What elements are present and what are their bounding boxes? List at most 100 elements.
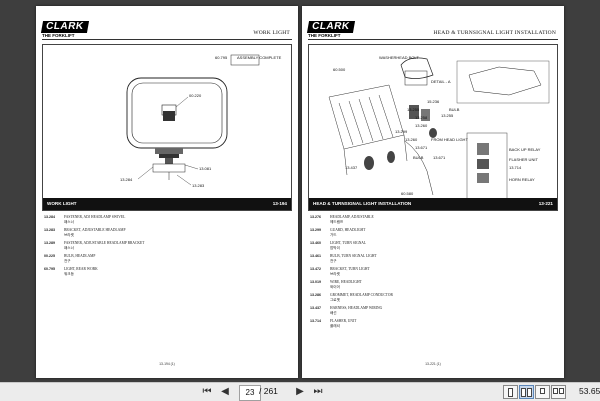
logo-brand: CLARK (306, 21, 355, 33)
part-number: 13.714 (310, 319, 321, 323)
work-light-diagram: ASSEMBLY COMPLETE 60.795 00.220 13.081 (120, 54, 282, 188)
part-translation: 와이어 (330, 285, 340, 289)
part-translation: 워크등 (64, 272, 74, 276)
part-description: HEADLAMP, ADJUSTABLE (330, 215, 374, 219)
figure-number: 13-221 (538, 201, 553, 206)
parts-figure: ASSEMBLY COMPLETE 60.795 00.220 13.081 (42, 44, 292, 211)
callout: BULB (449, 107, 460, 112)
part-translation: 전구 (64, 259, 71, 263)
page-right: CLARK THE FORKLIFT HEAD & TURNSIGNAL LIG… (302, 6, 564, 378)
part-number: 13.286 (310, 293, 321, 297)
callout: 13.671 (415, 145, 428, 150)
page-title: WORK LIGHT (253, 30, 290, 36)
part-translation: 전구 (330, 259, 337, 263)
part-translation: 브라켓 (64, 233, 74, 237)
clark-logo: CLARK THE FORKLIFT (306, 17, 355, 39)
callout: 00.220 (189, 93, 202, 98)
figure-caption: HEAD & TURNSIGNAL LIGHT INSTALLATION (313, 201, 412, 206)
part-number: 13.461 (310, 254, 321, 258)
page-total: / 261 (259, 386, 278, 396)
part-translation: 헤드램프 (330, 220, 344, 224)
header-divider (42, 39, 292, 40)
part-translation: 패스너 (64, 220, 74, 224)
callout: 13.283 (192, 183, 205, 188)
part-number: 60.795 (44, 267, 55, 271)
part-description: LIGHT, TURN SIGNAL (330, 241, 367, 245)
part-number: 00.225 (44, 254, 55, 258)
clark-logo: CLARK THE FORKLIFT (40, 17, 89, 39)
callout: 13.299 (395, 129, 408, 134)
part-translation: 가드 (330, 233, 337, 237)
callout: WASHERHEAD BOLT (379, 55, 419, 60)
part-number: 13.289 (44, 241, 55, 245)
callout: 13.255 (441, 113, 454, 118)
last-page-icon[interactable]: ⏭ (313, 386, 323, 397)
part-description: LIGHT, REAR WORK (64, 267, 98, 271)
callout: 60.500 (333, 67, 346, 72)
callout: 13.260 (405, 137, 418, 142)
first-page-icon[interactable]: ⏮ (202, 386, 212, 397)
head-light-diagram: WASHERHEAD BOLT 60.500 DETAIL - A 15.236… (328, 55, 550, 200)
part-translation: 플래셔 (330, 324, 340, 328)
callout: 15.236 (427, 99, 440, 104)
viewer-toolbar: ⏮ ◀ / 261 ▶ ⏭ 53.65% (0, 382, 600, 401)
parts-figure: WASHERHEAD BOLT 60.500 DETAIL - A 15.236… (308, 44, 558, 211)
figure-number: 13-194 (272, 201, 287, 206)
callout: BULB (413, 155, 424, 160)
part-description: FASTENER, ADJ HEADLAMP SWIVEL (64, 215, 126, 219)
callout: DETAIL - A (431, 79, 451, 84)
page-number: 13-221 (1) (425, 362, 441, 366)
next-page-icon[interactable]: ▶ (296, 386, 304, 397)
part-description: BULB, HEADLAMP (64, 254, 96, 258)
logo-brand: CLARK (40, 21, 89, 33)
part-number: 13.460 (310, 241, 321, 245)
part-number: 13.283 (44, 228, 55, 232)
callout: 60.580 (401, 191, 414, 196)
callout: 60.795 (215, 55, 228, 60)
continuous-view-icon[interactable] (535, 385, 550, 399)
callout: 13.081 (199, 166, 212, 171)
figure-caption: WORK LIGHT (47, 201, 77, 206)
part-translation: 배선 (330, 311, 337, 315)
callout: ASSEMBLY COMPLETE (237, 55, 282, 60)
part-number: 13.019 (310, 280, 321, 284)
figure-footer: HEAD & TURNSIGNAL LIGHT INSTALLATION 13-… (309, 198, 557, 210)
page-number-input[interactable] (239, 385, 261, 401)
part-number: 13.437 (310, 306, 321, 310)
part-number: 13.299 (310, 228, 321, 232)
zoom-level[interactable]: 53.65% (579, 386, 600, 396)
part-number: 13.284 (44, 215, 55, 219)
callout: 13.258 (415, 115, 428, 120)
part-translation: 깜박이 (330, 246, 340, 250)
part-description: FASTENER, ADJUSTABLE HEADLAMP BRACKET (64, 241, 145, 245)
callout: BACK UP RELAY (509, 147, 541, 152)
part-description: BULB, TURN SIGNAL LIGHT (330, 254, 377, 258)
part-description: GROMMET, HEADLAMP CONDUCTOR (330, 293, 393, 297)
single-page-view-icon[interactable] (503, 385, 518, 399)
page-title: HEAD & TURNSIGNAL LIGHT INSTALLATION (433, 30, 556, 36)
callout: 13.671 (433, 155, 446, 160)
callout: 13.284 (120, 177, 133, 182)
header-divider (308, 39, 558, 40)
callout: FLASHER UNIT (509, 157, 538, 162)
part-number: 13.472 (310, 267, 321, 271)
part-translation: 그로멧 (330, 298, 340, 302)
logo-subtitle: THE FORKLIFT (308, 33, 341, 38)
document-viewer[interactable]: CLARK THE FORKLIFT WORK LIGHT ASSEMBLY C… (0, 0, 600, 382)
logo-subtitle: THE FORKLIFT (42, 33, 75, 38)
two-page-view-icon[interactable] (519, 385, 534, 399)
facing-continuous-view-icon[interactable] (551, 385, 566, 399)
previous-page-icon[interactable]: ◀ (221, 386, 229, 397)
